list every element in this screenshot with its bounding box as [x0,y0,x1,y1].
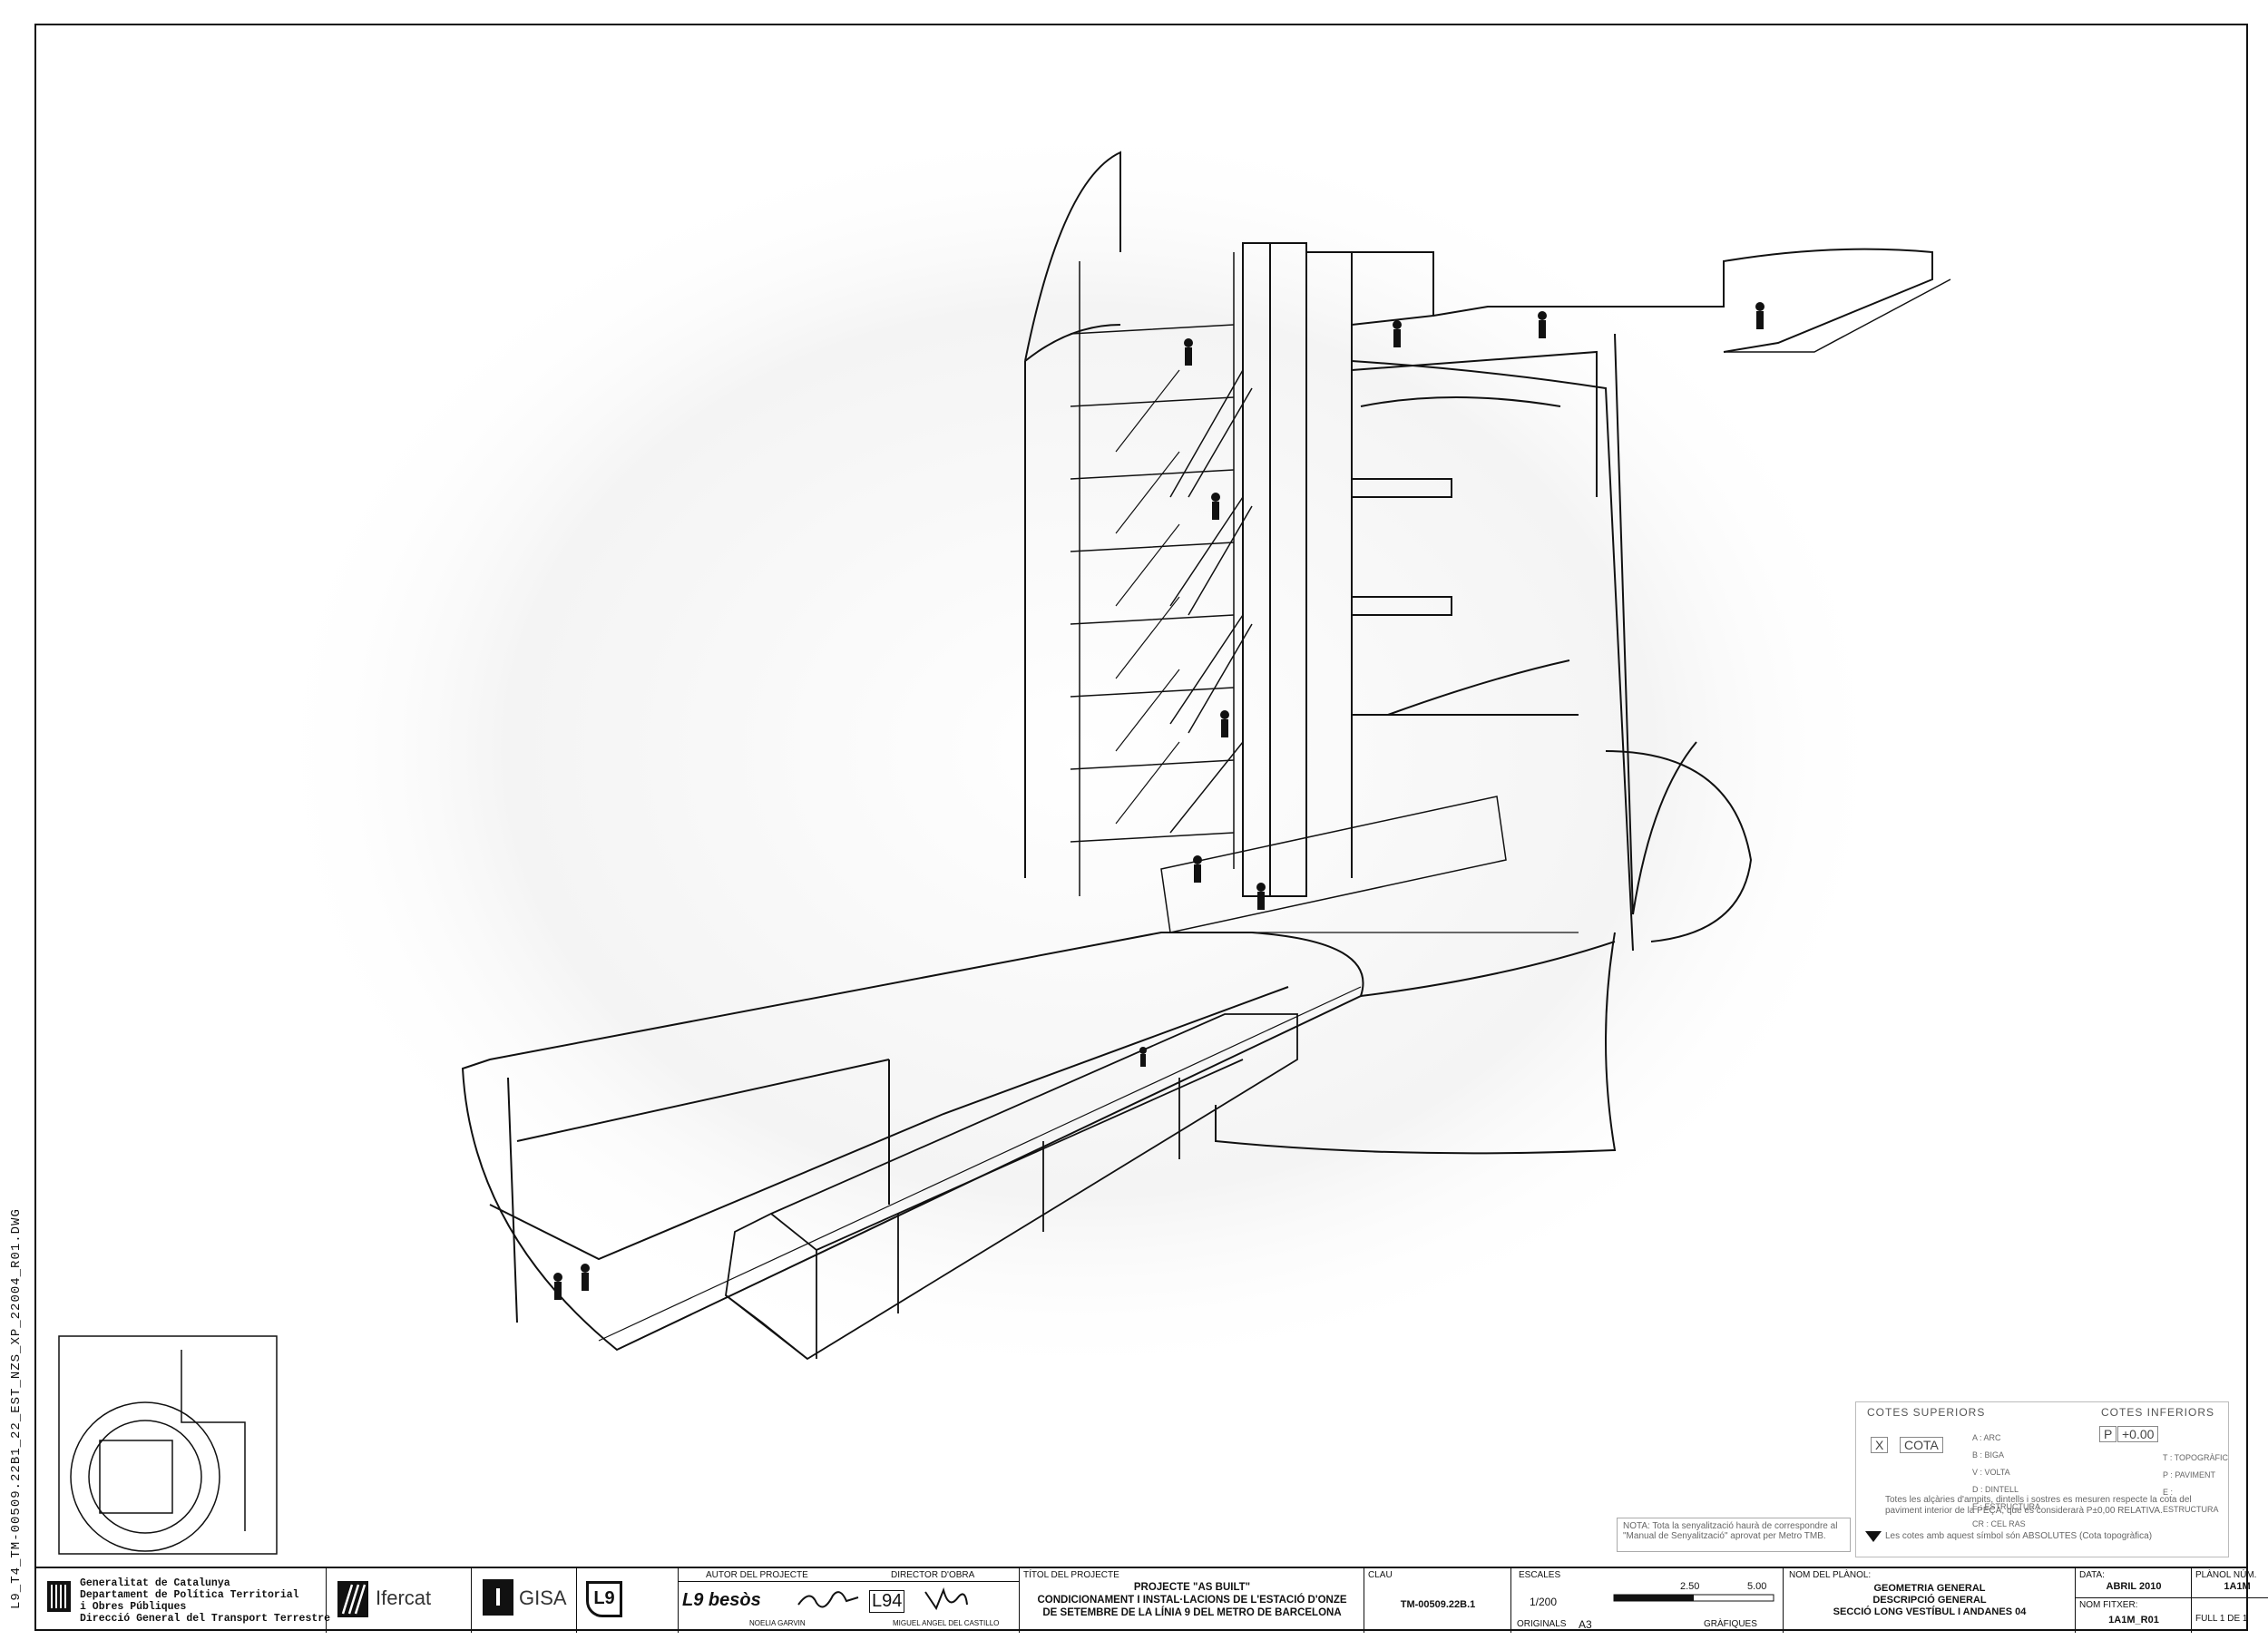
gisa-cell: I GISA [472,1568,577,1633]
legend-abbr-superior: A : ARC B : BIGA V : VOLTA D : DINTELL E… [1972,1433,2041,1528]
project-title-cell: TÍTOL DEL PROJECTE PROJECTE "AS BUILT" C… [1020,1568,1364,1633]
signage-note: NOTA: Tota la senyalització haurà de cor… [1617,1518,1851,1552]
legend-cota-box: COTA [1900,1437,1943,1453]
drawing-frame [34,24,2248,1631]
scale-bar-250: 2.50 [1680,1581,1700,1592]
graphic-scale-bar [1613,1594,1774,1602]
clau-cell: CLAU TM-00509.22B.1 [1364,1568,1511,1633]
legend-p-value-box: +0.00 [2117,1426,2159,1442]
legend-cotes-superiors-heading: COTES SUPERIORS [1867,1406,1986,1419]
nom-fitxer-value: 1A1M_R01 [2108,1615,2159,1626]
data-label: DATA: [2079,1570,2105,1580]
file-reference-side-label: L9_T4_TM-00509.22B1_22_EST_NZS_XP_22004_… [9,1208,24,1609]
clau-label: CLAU [1368,1570,1393,1580]
escales-cell: ESCALES 1/200 ORIGINALS A3 2.50 5.00 GRÀ… [1511,1568,1784,1633]
tower-wall [1024,151,1121,878]
planol-num-label: PLÀNOL NÚM. [2195,1570,2257,1580]
director-name: MIGUEL ANGEL DEL CASTILLO [893,1619,1000,1627]
legend-absolute-note: Les cotes amb aquest símbol són ABSOLUTE… [1885,1531,2153,1541]
director-signature-icon [924,1587,968,1611]
people-figures [553,302,1765,1300]
autor-label: AUTOR DEL PROJECTE [706,1570,808,1580]
floor-slabs [1070,252,1235,896]
access-gates [1160,796,1507,933]
full-sheet-count: FULL 1 DE 1 [2195,1614,2248,1624]
metro-train [725,1013,1298,1361]
key-plan-inset [58,1335,278,1555]
title-block: Generalitat de Catalunya Departament de … [34,1567,2268,1633]
legend-cotes-inferiors-heading: COTES INFERIORS [2101,1406,2215,1419]
escalators [1169,369,1253,834]
exit-passage [1432,248,1933,353]
stairs [1115,369,1180,825]
data-value: ABRIL 2010 [2106,1581,2162,1592]
legend-abbr-inferior: T : TOPOGRÀFIC P : PAVIMENT E : ESTRUCTU… [2163,1453,2229,1514]
project-title-lines: PROJECTE "AS BUILT" CONDICIONAMENT I INS… [1037,1582,1347,1618]
autor-name: NOELIA GARVIN [749,1619,806,1627]
planol-num-cell: PLÀNOL NÚM. 1A1M FULL 1 DE 1 [2192,1568,2268,1633]
l94-logo: L94 [869,1590,905,1613]
absolute-level-triangle-icon [1865,1531,1882,1542]
originals-value: A3 [1579,1618,1592,1631]
gov-name-lines: Generalitat de Catalunya Departament de … [80,1577,331,1625]
grafiques-label: GRÀFIQUES [1704,1619,1757,1629]
data-cell: DATA: ABRIL 2010 NOM FITXER: 1A1M_R01 [2076,1568,2192,1633]
escales-label: ESCALES [1519,1570,1561,1580]
nom-planol-label: NOM DEL PLÀNOL: [1789,1570,1872,1580]
gov-cell: Generalitat de Catalunya Departament de … [34,1568,331,1633]
generalitat-logo-icon [47,1581,71,1612]
escala-value: 1/200 [1530,1596,1558,1608]
nom-planol-cell: NOM DEL PLÀNOL: GEOMETRIA GENERAL DESCRI… [1784,1568,2076,1633]
legend-x-box: X [1871,1437,1889,1453]
autor-signature-icon [797,1591,859,1608]
tunnel-section [461,932,1364,1352]
legend-relative-note: Totes les alçàries d'ampits, dintells i … [1885,1495,2192,1516]
ifercat-logo-icon [337,1581,368,1617]
gisa-wordmark: GISA [519,1587,567,1609]
station-section-drawing [58,116,1951,1555]
gisa-logo-icon: I [483,1579,513,1616]
ifercat-cell: Ifercat [327,1568,472,1633]
authors-cell: AUTOR DEL PROJECTE DIRECTOR D'OBRA L9 be… [679,1568,1020,1633]
director-label: DIRECTOR D'OBRA [891,1570,975,1580]
clau-value: TM-00509.22B.1 [1400,1599,1476,1610]
l9-logo-cell: L9 [577,1568,679,1633]
shaft-rim [1605,750,1753,942]
level-legend: COTES SUPERIORS COTES INFERIORS X COTA P… [1855,1401,2229,1557]
ifercat-wordmark: Ifercat [376,1587,432,1609]
legend-p-box: P [2099,1426,2117,1442]
planol-num-value: 1A1M [2224,1581,2251,1592]
scale-bar-500: 5.00 [1747,1581,1767,1592]
nom-fitxer-label: NOM FITXER: [2079,1600,2138,1610]
originals-label: ORIGINALS [1517,1619,1567,1629]
l9-logo-icon: L9 [586,1581,622,1617]
planol-title-lines: GEOMETRIA GENERAL DESCRIPCIÓ GENERAL SEC… [1833,1583,2027,1617]
l9-besos-logo: L9 besòs [682,1590,761,1610]
titol-label: TÍTOL DEL PROJECTE [1023,1570,1119,1580]
